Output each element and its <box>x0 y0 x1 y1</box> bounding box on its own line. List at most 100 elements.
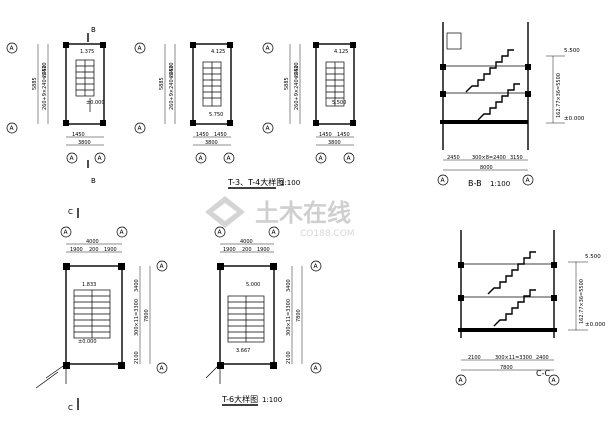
pb2-side-dim-total: 7800 <box>296 309 302 322</box>
cc-total-dim: 7800 <box>500 365 513 371</box>
bb-axis-right: A <box>526 177 531 184</box>
plan1-top-dim: 1.375 <box>80 49 94 55</box>
pb1-top-dim-b: 200 <box>89 247 99 253</box>
plan3-axis-label-bottom-right: A <box>347 155 352 162</box>
stair-plan-bottom-1: 4000 1900 200 1900 1.833 ±0.000 3400 300… <box>35 208 168 412</box>
bb-height-dim: 162.77×36=5500 <box>556 73 562 118</box>
bb-bottom-dim-a: 2450 <box>447 155 460 161</box>
plan1-side-dim-a: 5885 <box>32 77 38 90</box>
plan1-bottom-dim-a: 1450 <box>72 132 85 138</box>
pb2-top-dim-b: 200 <box>242 247 252 253</box>
pb1-side-dim-b: 300×11=3300 <box>134 299 140 336</box>
cc-level-top: 5.500 <box>585 254 601 260</box>
plan3-top-dim: 4.125 <box>334 49 348 55</box>
plan3-side-dim-c: 2650 <box>294 65 300 78</box>
pb1-elev-upper: 1.833 <box>82 282 96 288</box>
bb-scale: 1:100 <box>490 180 510 188</box>
watermark-brand: 土木在线 <box>255 199 351 227</box>
bb-level-bottom: ±0.000 <box>564 116 585 122</box>
pb2-side-dim-c: 2100 <box>286 351 292 364</box>
pb1-cut-label-bottom: C <box>68 404 73 412</box>
plan3-axis-label-bottom-left: A <box>319 155 324 162</box>
plan1-side-dim-b: 260+9×240=2420 <box>42 62 48 110</box>
plan2-axis-label-bottom-right: A <box>227 155 232 162</box>
plan1-axis-label-bottom: A <box>10 125 15 132</box>
plan2-bottom-dim-b: 1450 <box>214 132 227 138</box>
plan2-side-dim-c: 2650 <box>169 65 175 78</box>
plan3-side-dim-b: 260+9×240=2420 <box>294 62 300 110</box>
plan3-landing-elev: 5.500 <box>332 100 346 106</box>
pb2-top-dim-a: 1900 <box>223 247 236 253</box>
watermark: 土木在线 CO188.COM <box>205 196 355 239</box>
pb2-axis-top-left: A <box>218 229 223 236</box>
pb1-side-dim-c: 2100 <box>134 351 140 364</box>
pb2-top-dim-c: 1900 <box>257 247 270 253</box>
plan2-landing-elev: 5.750 <box>209 112 223 118</box>
plan3-bottom-dim-total: 3800 <box>328 140 341 146</box>
plan2-axis-label-bottom: A <box>138 125 143 132</box>
plan2-side-dim-a: 5885 <box>159 77 165 90</box>
pb1-side-dim-total: 7800 <box>144 309 150 322</box>
pb1-top-dim-c: 1900 <box>104 247 117 253</box>
bb-level-top: 5.500 <box>564 48 580 54</box>
pb1-elev-lower: ±0.000 <box>78 339 97 345</box>
plan1-axis-label-top: A <box>10 45 15 52</box>
title-t3-t4-scale: 1:100 <box>280 179 300 187</box>
plan3-bottom-dim-b: 1450 <box>337 132 350 138</box>
plan1-landing-elev: ±0.000 <box>86 100 105 106</box>
pb1-axis-top-left: A <box>64 229 69 236</box>
plan3-axis-label-top: A <box>266 45 271 52</box>
pb2-axis-right-bottom: A <box>314 365 319 372</box>
pb2-top-dim-total: 4000 <box>240 239 253 245</box>
pb2-side-dim-a: 3400 <box>286 279 292 292</box>
cc-bottom-dim-b: 300×11=3300 <box>495 355 532 361</box>
plan1-bottom-dim-total: 3800 <box>78 140 91 146</box>
pb2-axis-right-top: A <box>314 263 319 270</box>
bb-bottom-dim-b: 300×8=2400 <box>472 155 506 161</box>
stair-plan-bottom-2: 4000 1900 200 1900 5.000 3.667 3400 300×… <box>205 226 322 384</box>
bb-section-label: B-B <box>468 179 482 188</box>
pb2-axis-top-right: A <box>272 229 277 236</box>
pb1-top-dim-total: 4000 <box>86 239 99 245</box>
plan2-axis-label-top: A <box>138 45 143 52</box>
title-t6: T-6大样图 <box>221 394 258 404</box>
cc-height-dim: 162.77×36=5500 <box>579 279 585 324</box>
stair-plan-top-3: 4.125 5.500 5885 260+9×240=2420 2650 145… <box>262 42 356 164</box>
pb1-axis-top-right: A <box>120 229 125 236</box>
section-cc: 5.500 ±0.000 162.77×36=5500 2100 300×11=… <box>455 230 606 386</box>
plan3-axis-label-bottom: A <box>266 125 271 132</box>
cc-level-bottom: ±0.000 <box>585 322 606 328</box>
plan2-bottom-dim-a: 1450 <box>196 132 209 138</box>
title-t3-t4: T-3、T-4大样图 <box>227 177 284 187</box>
pb1-axis-right-bottom: A <box>160 365 165 372</box>
cc-section-label: C-C <box>536 369 550 378</box>
plan1-cut-label-top: B <box>91 26 96 34</box>
pb2-elev-lower: 3.667 <box>236 348 250 354</box>
pb2-side-dim-b: 300×11=3300 <box>286 299 292 336</box>
cc-bottom-dim-c: 2400 <box>536 355 549 361</box>
bb-total-dim: 8000 <box>480 165 493 171</box>
bb-axis-left: A <box>441 177 446 184</box>
plan1-axis-label-bottom-left: A <box>70 155 75 162</box>
plan3-side-dim-a: 5885 <box>284 77 290 90</box>
title-t6-scale: 1:100 <box>262 396 282 404</box>
pb1-side-dim-a: 3400 <box>134 279 140 292</box>
cc-axis-right: A <box>552 377 557 384</box>
plan2-top-dim: 4.125 <box>211 49 225 55</box>
plan1-side-dim-c: 2650 <box>42 65 48 78</box>
bb-bottom-dim-c: 3150 <box>510 155 523 161</box>
pb1-axis-right-top: A <box>160 263 165 270</box>
pb1-top-dim-a: 1900 <box>70 247 83 253</box>
stair-plan-top-1: 1.375 ±0.000 5885 260+9×240=2420 2650 14… <box>6 26 106 185</box>
cc-bottom-dim-a: 2100 <box>468 355 481 361</box>
plan2-bottom-dim-total: 3800 <box>205 140 218 146</box>
plan1-axis-label-bottom-right: A <box>98 155 103 162</box>
pb1-cut-label-top: C <box>68 208 73 216</box>
plan3-bottom-dim-a: 1450 <box>319 132 332 138</box>
plan2-side-dim-b: 260+9×240=2420 <box>169 62 175 110</box>
cc-axis-left: A <box>459 377 464 384</box>
section-bb: 5.500 ±0.000 162.77×36=5500 2450 300×8=2… <box>437 22 585 188</box>
pb2-elev-upper: 5.000 <box>246 282 260 288</box>
plan1-cut-label-bottom: B <box>91 177 96 185</box>
